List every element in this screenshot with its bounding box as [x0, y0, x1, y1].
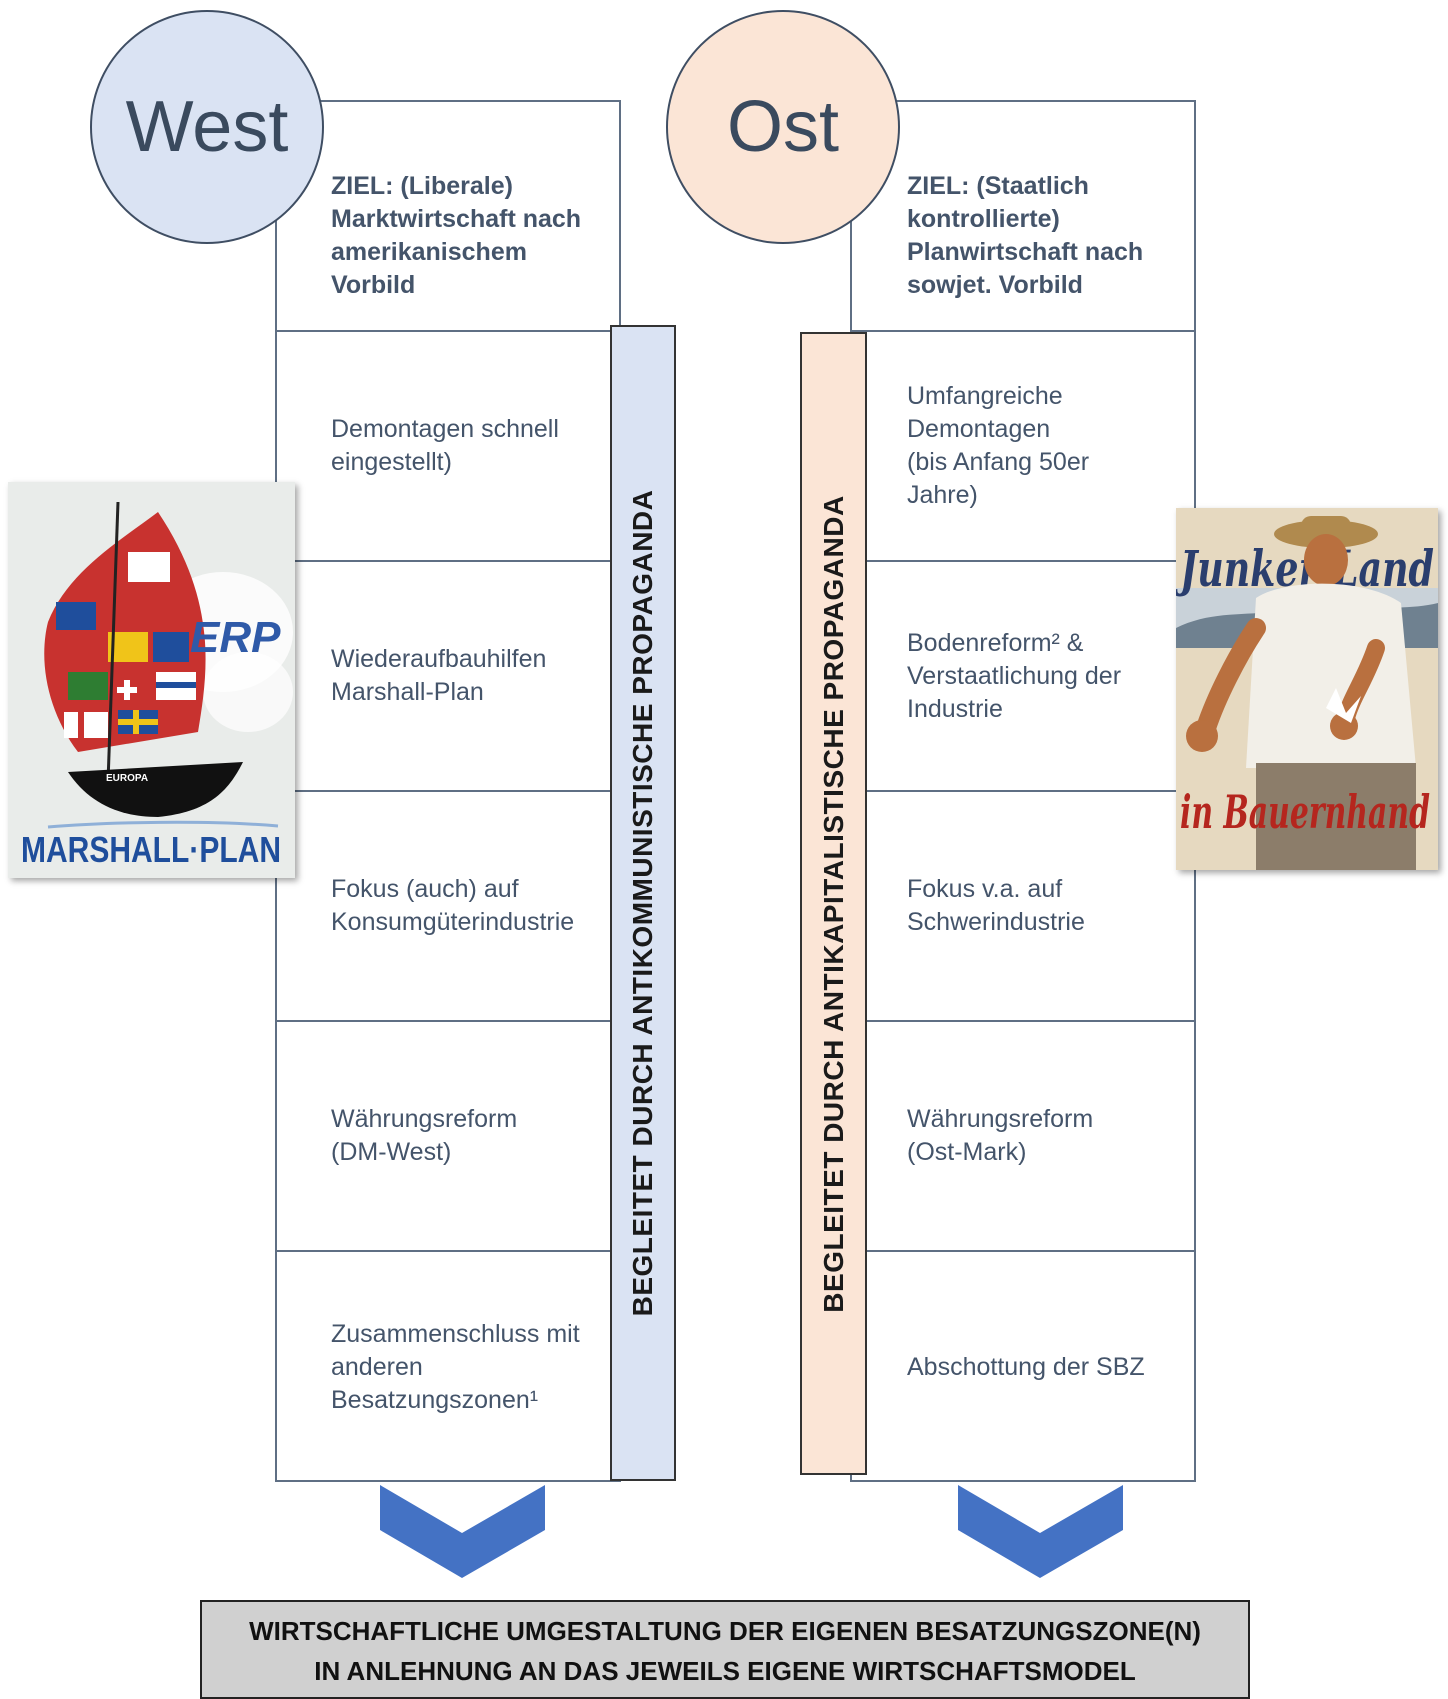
east-cell-1: Umfangreiche Demontagen (bis Anfang 50er… [852, 332, 1194, 562]
erp-text: ERP [190, 613, 281, 662]
east-cell-4: Währungsreform (Ost-Mark) [852, 1022, 1194, 1252]
west-goal-cell: ZIEL: (Liberale) Marktwirtschaft nach am… [277, 102, 619, 332]
west-propaganda-bar: BEGLEITET DURCH ANTIKOMMUNISTISCHE PROPA… [610, 325, 676, 1481]
east-circle: Ost [666, 10, 900, 244]
west-goal-text: ZIEL: (Liberale) Marktwirtschaft nach am… [331, 172, 582, 299]
east-goal-cell: ZIEL: (Staatlich kontrollierte) Planwirt… [852, 102, 1194, 332]
marshall-plan-caption: MARSHALL·PLAN [21, 829, 281, 870]
west-item-3: Fokus (auch) auf Konsumgüterindustrie [331, 875, 575, 936]
west-item-4: Währungsreform (DM-West) [331, 1105, 518, 1166]
ship-name-text: EUROPA [106, 773, 148, 784]
conclusion-line-1: WIRTSCHAFTLICHE UMGESTALTUNG DER EIGENEN… [249, 1616, 1201, 1646]
west-cell-1: Demontagen schnell eingestellt) [277, 332, 619, 562]
east-propaganda-label: BEGLEITET DURCH ANTIKAPITALISTISCHE PROP… [817, 494, 849, 1313]
conclusion-line-2: IN ANLEHNUNG AN DAS JEWEILS EIGENE WIRTS… [314, 1656, 1136, 1686]
west-cell-3: Fokus (auch) auf Konsumgüterindustrie [277, 792, 619, 1022]
west-title: West [125, 87, 289, 167]
junkerland-poster: Junker-Land in Bauernhand [1176, 508, 1438, 870]
east-column: ZIEL: (Staatlich kontrollierte) Planwirt… [850, 100, 1196, 1482]
west-cell-2: Wiederaufbauhilfen Marshall-Plan [277, 562, 619, 792]
east-propaganda-bar: BEGLEITET DURCH ANTIKAPITALISTISCHE PROP… [800, 332, 867, 1475]
west-item-2: Wiederaufbauhilfen Marshall-Plan [331, 645, 547, 706]
west-cell-5: Zusammenschluss mit anderen Besatzungszo… [277, 1252, 619, 1482]
east-cell-2: Bodenreform² & Verstaatlichung der Indus… [852, 562, 1194, 792]
west-propaganda-label: BEGLEITET DURCH ANTIKOMMUNISTISCHE PROPA… [627, 489, 658, 1317]
west-cell-4: Währungsreform (DM-West) [277, 1022, 619, 1252]
east-title: Ost [726, 87, 839, 167]
farmer-sowing-icon: Junker-Land in Bauernhand [1176, 508, 1438, 870]
east-cell-3: Fokus v.a. auf Schwerindustrie [852, 792, 1194, 1022]
east-goal-text: ZIEL: (Staatlich kontrollierte) Planwirt… [907, 172, 1144, 299]
east-item-4: Währungsreform (Ost-Mark) [907, 1105, 1094, 1166]
west-chevron-down-icon [380, 1485, 545, 1578]
west-item-1: Demontagen schnell eingestellt) [331, 415, 559, 476]
west-column: ZIEL: (Liberale) Marktwirtschaft nach am… [275, 100, 621, 1482]
conclusion-box: WIRTSCHAFTLICHE UMGESTALTUNG DER EIGENEN… [200, 1600, 1250, 1699]
east-chevron-down-icon [958, 1485, 1123, 1578]
east-item-2: Bodenreform² & Verstaatlichung der Indus… [907, 628, 1122, 723]
bauernhand-text: in Bauernhand [1180, 785, 1430, 839]
sailing-ship-icon: ERP EUROPA MARSHALL·PLAN [8, 482, 295, 878]
west-circle: West [90, 10, 324, 244]
east-item-3: Fokus v.a. auf Schwerindustrie [907, 875, 1085, 936]
marshall-plan-poster: ERP EUROPA MARSHALL·PLAN [8, 482, 295, 878]
west-item-5: Zusammenschluss mit anderen Besatzungszo… [331, 1319, 580, 1414]
east-item-1: Umfangreiche Demontagen (bis Anfang 50er… [907, 382, 1090, 509]
east-item-5: Abschottung der SBZ [907, 1352, 1145, 1381]
east-cell-5: Abschottung der SBZ [852, 1252, 1194, 1482]
